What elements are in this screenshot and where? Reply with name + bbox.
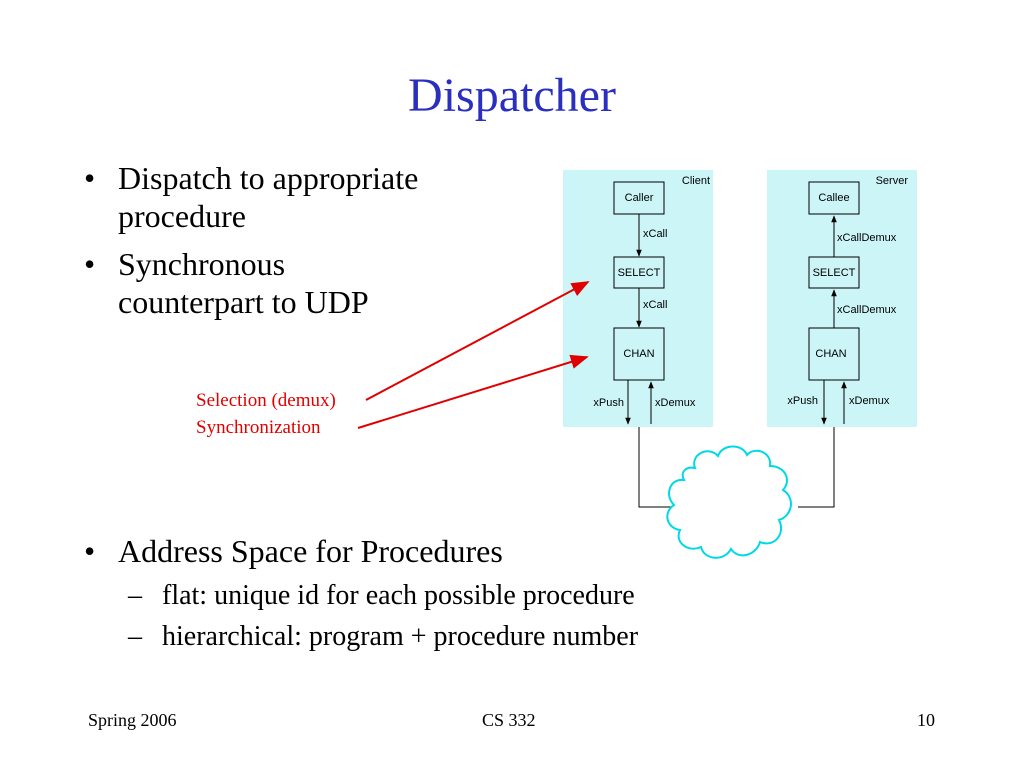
client-push-label: xPush [593, 397, 624, 409]
footer-page-number: 10 [917, 710, 935, 730]
sub-bullet-text: flat: unique id for each possible proced… [162, 580, 635, 611]
bullet-marker: • [84, 160, 96, 196]
sub-bullet-marker: – [128, 580, 142, 611]
annotation-selection: Selection (demux) [196, 390, 336, 411]
bullet-line: Synchronous [118, 246, 286, 282]
sub-bullet-marker: – [128, 621, 142, 652]
sub-bullet-text: hierarchical: program + procedure number [162, 621, 639, 652]
client-panel-label: Client [682, 175, 710, 187]
client-lower-edge-label: xCall [643, 299, 667, 311]
bullet-line: procedure [118, 198, 246, 234]
annotation-synchronization: Synchronization [196, 417, 321, 438]
server-panel-label: Server [876, 175, 909, 187]
server-demux-label: xDemux [849, 395, 890, 407]
client-caller-label: Caller [625, 192, 654, 204]
footer-course: CS 332 [482, 710, 536, 730]
server-push-label: xPush [787, 395, 818, 407]
slide-title: Dispatcher [408, 69, 616, 122]
client-select-box [613, 256, 665, 289]
network-cloud [666, 445, 792, 559]
server-callee-box [808, 181, 860, 215]
server-callee-label: Callee [818, 192, 849, 204]
server-select-label: SELECT [813, 267, 856, 279]
server-lower-edge-label: xCallDemux [837, 304, 897, 316]
client-chan-box [613, 327, 665, 381]
server-upper-edge-label: xCallDemux [837, 232, 897, 244]
client-demux-label: xDemux [655, 397, 696, 409]
bullet-marker: • [84, 246, 96, 282]
selection-pointer-arrow [365, 281, 590, 401]
bullet-line: counterpart to UDP [118, 284, 369, 320]
bullet-marker: • [84, 533, 96, 569]
bullet-line: Dispatch to appropriate [118, 160, 419, 196]
client-network-wire [638, 427, 672, 508]
client-caller-box [613, 181, 665, 215]
synchronization-pointer-arrow [357, 354, 589, 429]
client-chan-label: CHAN [623, 348, 654, 360]
client-select-label: SELECT [618, 267, 661, 279]
server-chan-box [808, 327, 860, 381]
client-upper-edge-label: xCall [643, 228, 667, 240]
footer-date: Spring 2006 [88, 710, 177, 730]
server-chan-label: CHAN [815, 348, 846, 360]
server-select-box [808, 256, 860, 289]
server-network-wire [798, 427, 835, 508]
bullet-line: Address Space for Procedures [118, 533, 503, 569]
